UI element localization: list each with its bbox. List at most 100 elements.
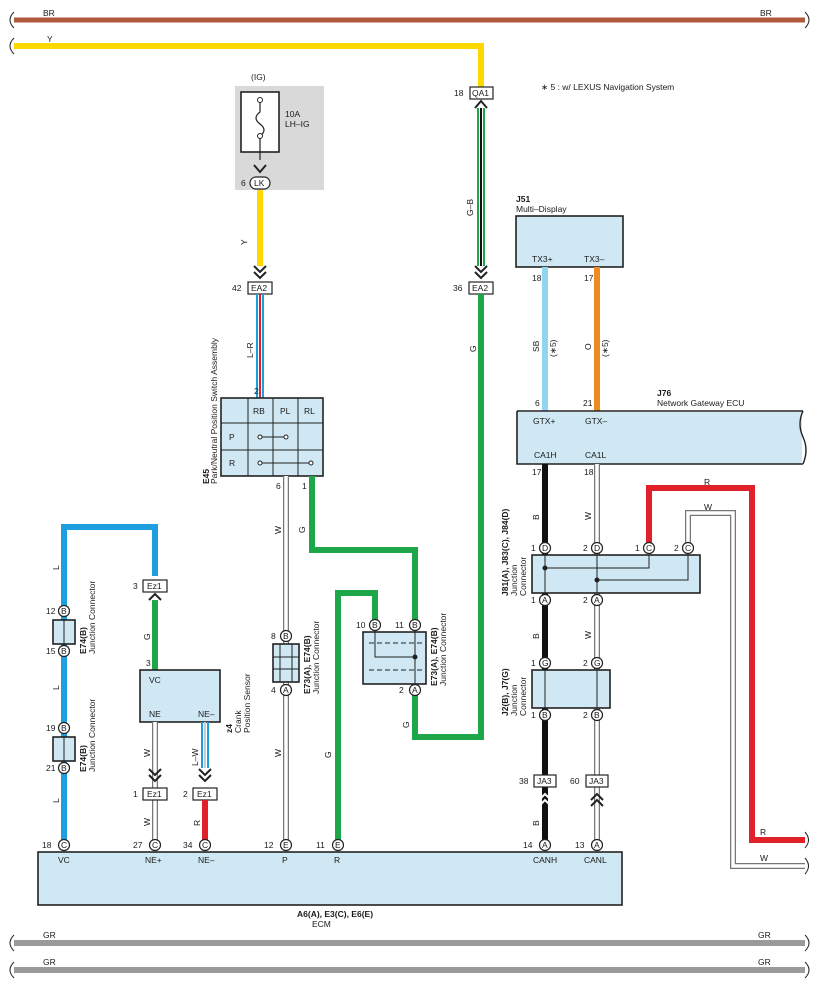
qa1-connector	[469, 86, 494, 100]
fuse-rating: 10A	[285, 109, 300, 119]
crank-name-1: Crank	[233, 710, 243, 733]
j2-name-1: Junction	[509, 684, 519, 716]
ecm-pin-label: P	[282, 855, 288, 865]
md-pin-17: 17	[584, 273, 594, 283]
ja3-1-connector	[533, 774, 557, 788]
wire-r-bot-label: R	[760, 827, 766, 837]
gw-ca1h: CA1H	[534, 450, 557, 460]
wire-g-r-label: G	[323, 751, 333, 758]
e74a-pin-12: 12	[46, 606, 56, 616]
ez1-top-arrow	[148, 592, 162, 601]
ez1-top-pin: 3	[133, 581, 138, 591]
e73-mid-code: E73(A), E74(B)	[302, 635, 312, 694]
pnp-col-rb: RB	[253, 406, 265, 416]
e74b-pin-letter-2: B	[61, 763, 67, 773]
wire-g-ez1-label: G	[142, 633, 152, 640]
wire-l-label-3: L	[51, 798, 61, 803]
fuse-name: LH–IG	[285, 119, 310, 129]
j81-pin-top-3-letter: C	[646, 543, 652, 553]
pnp-col-pl: PL	[280, 406, 291, 416]
gr1-label-right: GR	[758, 930, 771, 940]
wire-r-can	[646, 485, 805, 843]
wire-lr	[256, 294, 264, 398]
wire-g-pnp-label: G	[297, 526, 307, 533]
gw-gtx-minus: GTX–	[585, 416, 607, 426]
ecm-pin-letter: E	[335, 840, 341, 850]
ja3-2-arrow	[590, 792, 604, 807]
e73-right-junction: B 10 B 11 A 2 E73(A), E74(B) Junction Co…	[356, 613, 448, 697]
wire-g-right	[412, 294, 484, 740]
qa1-pin: 18	[454, 88, 464, 98]
ez1-b1-arrow	[148, 768, 162, 783]
ja3-2-connector	[585, 774, 609, 788]
wire-g-r	[335, 590, 378, 840]
wire-w-ne-label: W	[142, 749, 152, 757]
wire-g-right-label: G	[468, 345, 478, 352]
md-pin-18: 18	[532, 273, 542, 283]
e73r-pin-2: 2	[399, 685, 404, 695]
wire-r-ne-label: R	[192, 820, 202, 826]
ez1-b2-label: Ez1	[197, 789, 212, 799]
j81-name-2: Connector	[518, 557, 528, 596]
ecm-pin-number: 18	[42, 840, 52, 850]
gr-bus-1: GR GR	[9, 930, 810, 952]
ecm-pin-label: CANH	[533, 855, 557, 865]
e74b-pin-19: 19	[46, 723, 56, 733]
wire-lw	[201, 722, 209, 768]
ecm-pin-label: NE+	[145, 855, 162, 865]
ecm-pin-number: 27	[133, 840, 143, 850]
wire-l-label-1: L	[51, 565, 61, 570]
ea2-left-label: EA2	[251, 283, 267, 293]
j81-pin-top-1-letter: D	[542, 543, 548, 553]
y-bus: Y	[9, 34, 484, 92]
e74-left2-code: E74(B)	[78, 745, 88, 772]
md-code: J51	[516, 194, 530, 204]
wire-l-label-2: L	[51, 685, 61, 690]
wire-o-label: O	[583, 343, 593, 350]
ecm-pin-circle	[148, 838, 162, 852]
crank-ne-minus: NE–	[198, 709, 215, 719]
gw-pin-6: 6	[535, 398, 540, 408]
pnp-pin-1: 1	[302, 481, 307, 491]
wire-w-bot-label: W	[760, 853, 768, 863]
j81-code: J81(A), J83(C), J84(D)	[500, 508, 510, 596]
qa1-label: QA1	[472, 88, 489, 98]
wire-o-note: (∗5)	[600, 339, 610, 357]
ja3-1-label: JA3	[537, 776, 552, 786]
md-name: Multi–Display	[516, 204, 567, 214]
ja3-1-arrow	[538, 792, 552, 807]
j81-pin-bot-2-letter: A	[594, 595, 600, 605]
multi-display: J51 Multi–Display TX3+ TX3– 18 17	[515, 194, 624, 283]
pnp-code: E45	[201, 469, 211, 484]
ecm-pin-number: 12	[264, 840, 274, 850]
pnp-col-rl: RL	[304, 406, 315, 416]
wire-w-can-label: W	[704, 502, 712, 512]
wire-w-label-2: W	[583, 631, 593, 639]
ez1-b1-label: Ez1	[147, 789, 162, 799]
wire-lr-label: L–R	[245, 342, 255, 358]
crank-ne: NE	[149, 709, 161, 719]
e73-mid-junction: B 8 A 4 E73(A), E74(B) Junction Connecto…	[271, 621, 321, 697]
e73m-pin-4: 4	[271, 685, 276, 695]
wire-w-label-1: W	[583, 512, 593, 520]
e73m-pin-8-letter: B	[283, 631, 289, 641]
wire-b-label-1: B	[531, 514, 541, 520]
wire-lw-label: L–W	[190, 749, 200, 766]
j81-pin-bot-1-letter: A	[542, 595, 548, 605]
e74-left-code: E74(B)	[78, 627, 88, 654]
e73r-pin-10-letter: B	[372, 620, 378, 630]
e73r-pin-2-letter: A	[412, 685, 418, 695]
j2-pin-bot-1: 1	[531, 710, 536, 720]
wire-w-p-label: W	[273, 526, 283, 534]
y-label: Y	[47, 34, 53, 44]
e73r-pin-10: 10	[356, 620, 366, 630]
gr2-label-left: GR	[43, 957, 56, 967]
e73r-pin-11-letter: B	[412, 620, 418, 630]
connector-arrow	[253, 265, 267, 280]
e74-left-junction-1: B 12 B 15 E74(B) Junction Connector	[46, 581, 97, 658]
e74a-pin-letter-1: B	[61, 606, 67, 616]
wire-gb-label: G–B	[465, 199, 475, 216]
wire-gb	[477, 108, 485, 266]
